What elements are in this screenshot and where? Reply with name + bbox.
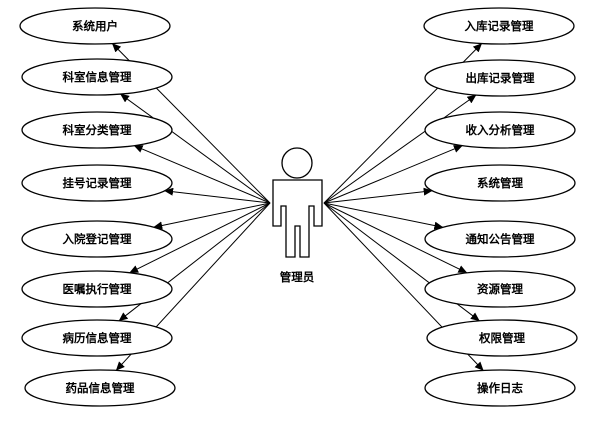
use-case-label: 入院登记管理 — [63, 232, 132, 246]
actor-head-icon — [281, 147, 313, 179]
use-case-income-analysis[interactable]: 收入分析管理 — [424, 111, 576, 149]
actor-body-icon — [272, 179, 323, 258]
use-case-ellipse — [21, 270, 173, 308]
use-case-ellipse — [426, 319, 578, 357]
use-case-resource-management[interactable]: 资源管理 — [424, 270, 576, 308]
use-case-operation-log[interactable]: 操作日志 — [424, 369, 576, 407]
association-arrow — [323, 202, 468, 274]
association-arrow — [323, 145, 463, 204]
left-use-cases: 系统用户 科室信息管理 科室分类管理 挂号记录管理 入院登记管理 医嘱执行管理 … — [19, 7, 176, 407]
use-case-ellipse — [424, 164, 576, 202]
use-case-drug-info[interactable]: 药品信息管理 — [24, 369, 176, 407]
use-case-label: 入库记录管理 — [465, 19, 534, 33]
use-case-label: 挂号记录管理 — [63, 176, 132, 190]
use-case-label: 系统管理 — [477, 176, 523, 190]
use-case-label: 出库记录管理 — [466, 71, 535, 85]
use-case-notice-announcement[interactable]: 通知公告管理 — [424, 220, 576, 258]
actor: 管理员 — [272, 147, 323, 284]
association-arrow — [153, 202, 271, 230]
use-case-outbound-records[interactable]: 出库记录管理 — [424, 59, 576, 97]
use-case-label: 医嘱执行管理 — [63, 282, 132, 296]
use-case-ellipse — [19, 7, 171, 45]
use-case-medical-records[interactable]: 病历信息管理 — [21, 319, 173, 357]
use-case-label: 资源管理 — [477, 282, 523, 296]
use-case-inbound-records[interactable]: 入库记录管理 — [423, 7, 575, 45]
use-case-ellipse — [24, 369, 176, 407]
use-case-label: 科室信息管理 — [63, 70, 132, 84]
use-case-label: 通知公告管理 — [466, 232, 535, 246]
use-case-label: 科室分类管理 — [63, 123, 132, 137]
use-case-ellipse — [21, 164, 173, 202]
use-case-system-users[interactable]: 系统用户 — [19, 7, 171, 45]
use-case-ellipse — [424, 59, 576, 97]
use-case-system-management[interactable]: 系统管理 — [424, 164, 576, 202]
use-case-permission-management[interactable]: 权限管理 — [426, 319, 578, 357]
use-case-ellipse — [21, 111, 173, 149]
use-case-label: 收入分析管理 — [466, 123, 535, 137]
association-arrow — [164, 187, 271, 204]
association-arrow — [323, 94, 477, 204]
use-case-ellipse — [21, 220, 173, 258]
use-case-ellipse — [424, 369, 576, 407]
use-case-label: 系统用户 — [72, 19, 118, 33]
use-case-ellipse — [424, 270, 576, 308]
use-case-admission[interactable]: 入院登记管理 — [21, 220, 173, 258]
use-case-label: 药品信息管理 — [66, 381, 135, 395]
use-case-label: 病历信息管理 — [63, 331, 132, 345]
use-case-ellipse — [21, 319, 173, 357]
use-case-ellipse — [424, 220, 576, 258]
association-arrow — [323, 187, 433, 204]
use-case-department-category[interactable]: 科室分类管理 — [21, 111, 173, 149]
use-case-ellipse — [21, 58, 173, 96]
use-case-label: 操作日志 — [477, 381, 523, 395]
use-case-registration-records[interactable]: 挂号记录管理 — [21, 164, 173, 202]
use-case-medical-orders[interactable]: 医嘱执行管理 — [21, 270, 173, 308]
use-case-department-info[interactable]: 科室信息管理 — [21, 58, 173, 96]
actor-label: 管理员 — [280, 270, 315, 284]
right-use-cases: 入库记录管理 出库记录管理 收入分析管理 系统管理 通知公告管理 资源管理 权限… — [423, 7, 578, 407]
use-case-label: 权限管理 — [478, 331, 525, 345]
association-arrow — [129, 202, 271, 274]
association-arrow — [323, 202, 444, 230]
use-case-ellipse — [424, 111, 576, 149]
association-arrow — [133, 145, 271, 204]
use-case-ellipse — [423, 7, 575, 45]
association-lines — [111, 43, 484, 371]
association-arrow — [120, 93, 271, 204]
